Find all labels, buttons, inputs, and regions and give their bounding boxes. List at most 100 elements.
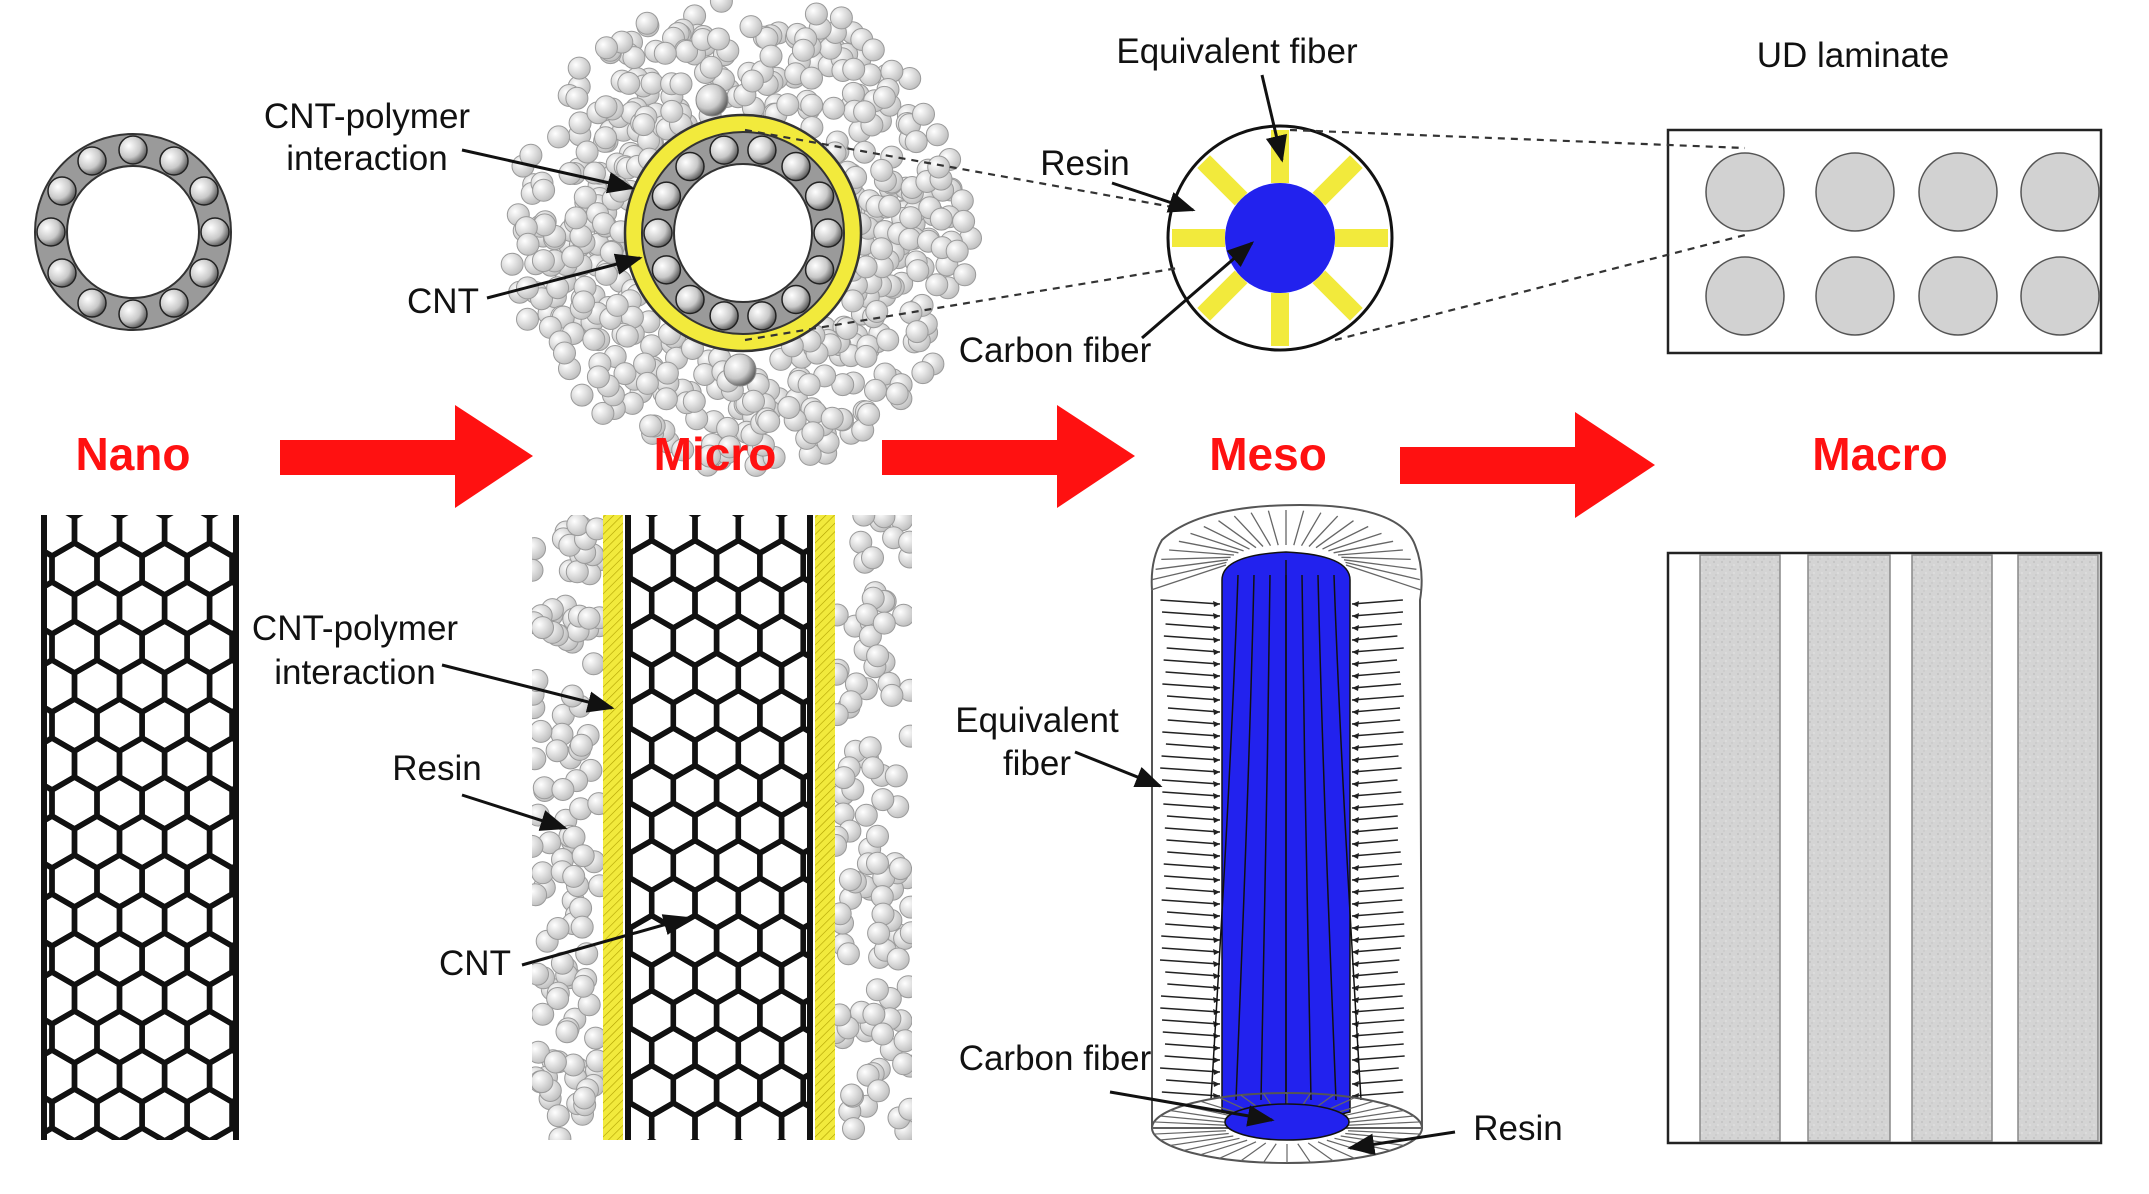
radial-line	[1343, 559, 1417, 570]
field-arrow-head	[1213, 937, 1220, 943]
field-arrow	[1166, 1079, 1221, 1085]
field-arrow-head	[1213, 781, 1220, 787]
hex-cell	[587, 1141, 630, 1190]
flow-line	[1235, 574, 1255, 1101]
resin-particle	[841, 289, 865, 313]
resin-particle	[820, 406, 844, 430]
field-arrow-head	[1213, 925, 1220, 931]
label-cnt-polymer-interaction-bottom: CNT-polymer	[252, 609, 458, 648]
radial-line	[1345, 1115, 1414, 1124]
resin-particle	[575, 140, 599, 164]
resin-particle	[639, 414, 663, 438]
radial-line	[1263, 1143, 1277, 1163]
field-arrow-head	[1213, 649, 1220, 655]
hex-cell	[207, 1125, 238, 1140]
radial-line	[1154, 1121, 1226, 1126]
field-arrow	[1351, 623, 1402, 629]
resin-particle	[546, 917, 570, 940]
hex-cell	[800, 920, 811, 961]
hex-cell	[300, 1050, 345, 1102]
resin-particle	[635, 371, 659, 395]
resin-particle	[876, 328, 900, 352]
field-arrow	[1165, 923, 1221, 929]
stage-label-macro: Macro	[1812, 428, 1947, 480]
nano-cnt-lattice	[0, 515, 367, 1189]
radial-line	[1348, 1121, 1420, 1126]
resin-particle	[945, 239, 969, 263]
field-arrow-head	[1352, 925, 1359, 931]
field-arrow	[1351, 779, 1398, 785]
cnt-atom	[118, 299, 148, 329]
hex-cell	[322, 855, 367, 907]
field-arrow-head	[1352, 817, 1359, 823]
resin-particle	[899, 921, 912, 945]
resin-particle	[653, 41, 677, 65]
carbon-fiber-end	[1224, 1103, 1350, 1141]
hex-cell	[229, 861, 238, 901]
field-arrow	[1161, 935, 1221, 941]
micro-longitudinal-section	[532, 515, 912, 1190]
field-arrow	[1161, 1019, 1221, 1025]
field-arrow	[1159, 959, 1221, 965]
field-arrow-head	[1352, 781, 1359, 787]
macro-ud-laminate-section	[1666, 128, 2103, 355]
resin-particle	[797, 373, 821, 397]
hex-cell	[300, 816, 345, 868]
field-arrow	[1166, 911, 1221, 917]
hex-cell	[277, 1167, 322, 1189]
cnt-atom	[804, 255, 835, 285]
hex-cell	[825, 1178, 868, 1189]
resin-particle	[759, 44, 783, 68]
resin-particle	[898, 1097, 912, 1121]
hex-cell	[322, 1089, 367, 1141]
meso-equivalent-fiber-3d	[1150, 503, 1424, 1164]
stage-arrow-icon	[882, 405, 1135, 508]
field-arrow-head	[1352, 697, 1359, 703]
field-arrow	[1351, 743, 1403, 749]
field-arrow-head	[1213, 673, 1220, 679]
resin-particle	[899, 895, 912, 919]
hex-cell	[255, 1128, 300, 1180]
radial-line	[1333, 540, 1394, 554]
cnt-atom	[709, 135, 739, 165]
radial-line	[1169, 1135, 1234, 1147]
resin-particle	[870, 158, 894, 182]
label-resin-bottom-meso: Resin	[1473, 1109, 1562, 1148]
stage-arrow-icon	[1400, 412, 1655, 518]
field-arrow	[1351, 647, 1404, 653]
field-arrow-head	[1213, 733, 1220, 739]
resin-particle	[640, 71, 664, 95]
cnt-atom	[813, 218, 843, 248]
fiber-strip	[1911, 554, 1993, 1142]
resin-particle	[545, 739, 569, 763]
field-arrow-head	[1352, 985, 1359, 991]
field-arrow	[1351, 899, 1403, 905]
resin-particle	[682, 389, 706, 413]
resin-particle	[776, 93, 800, 117]
resin-particle	[532, 1070, 554, 1094]
field-arrow	[1164, 1055, 1221, 1061]
field-arrow	[1165, 623, 1221, 629]
hex-cell	[738, 1178, 781, 1189]
resin-particle	[861, 38, 885, 62]
resin-particle	[871, 902, 895, 926]
resin-particle	[532, 962, 549, 986]
resin-particle	[927, 155, 951, 179]
field-arrow	[1351, 935, 1405, 941]
field-arrow	[1351, 1055, 1405, 1061]
label-equivalent-fiber-bottom: Equivalent	[955, 701, 1119, 740]
cnt-atom	[47, 176, 77, 206]
cnt-atom	[189, 176, 219, 206]
field-arrow	[1163, 863, 1221, 869]
hex-cell	[200, 515, 219, 520]
flow-line	[1260, 574, 1271, 1101]
radial-line	[1315, 520, 1354, 549]
resin-particle	[671, 438, 695, 462]
meso-cross-section	[1166, 124, 1394, 352]
field-arrow	[1167, 851, 1221, 857]
hex-cell	[0, 972, 30, 1024]
cnt-atom	[643, 218, 673, 248]
field-arrow-head	[1213, 865, 1220, 871]
